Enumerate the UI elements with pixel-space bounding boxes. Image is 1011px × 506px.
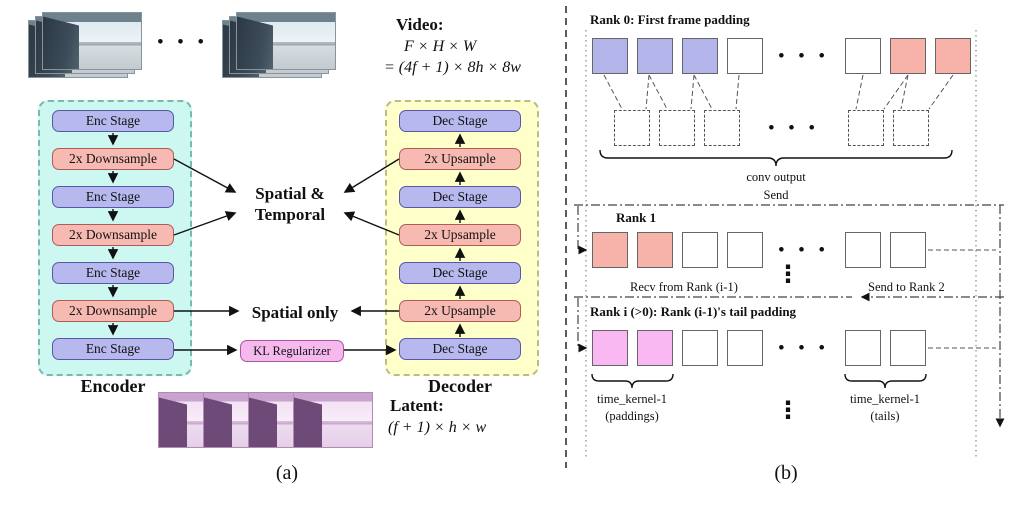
rank0-tail-square-2: [935, 38, 971, 74]
recv-label: Recv from Rank (i-1): [630, 280, 738, 294]
conv-output-brace: [599, 149, 953, 167]
paddings-brace: [591, 373, 674, 389]
rank1-ellipsis: • • •: [778, 240, 830, 259]
rank0-title: Rank 0: First frame padding: [590, 12, 750, 27]
ranki-frame-square-2: [727, 330, 763, 366]
latent-dims: (f + 1) × h × w: [388, 419, 487, 436]
latent-frame: [293, 392, 373, 448]
video-frame: [236, 12, 336, 70]
spatial-only-label: Spatial only: [251, 303, 339, 322]
video-dims-line2: = (4f + 1) × 8h × 8w: [384, 59, 521, 76]
enc-stage-4: Enc Stage: [52, 338, 174, 360]
rank0-padding-square-1: [592, 38, 628, 74]
rank0-frame-square-1: [727, 38, 763, 74]
enc-stage-3: Enc Stage: [52, 262, 174, 284]
ranki-ellipsis: • • •: [778, 338, 830, 357]
rank1-padding-square-1: [592, 232, 628, 268]
enc-stage-2: Enc Stage: [52, 186, 174, 208]
conv-output-square-1: [614, 110, 650, 146]
conv-window-dashed-lines: [603, 74, 954, 110]
downsample-3: 2x Downsample: [52, 300, 174, 322]
dec-stage-4: Dec Stage: [399, 338, 521, 360]
ranki-padding-square-1: [592, 330, 628, 366]
ranki-frame-square-4: [890, 330, 926, 366]
video-frame: [42, 12, 142, 70]
upsample-1: 2x Upsample: [399, 148, 521, 170]
conv-output-square-3: [704, 110, 740, 146]
paddings-brace-label-line1: time_kernel-1: [596, 392, 668, 406]
spatial-temporal-label: Spatial & Temporal: [233, 183, 347, 225]
rank1-frame-square-2: [727, 232, 763, 268]
enc-stage-1: Enc Stage: [52, 110, 174, 132]
tails-brace: [844, 373, 927, 389]
spatial-temporal-line1: Spatial &: [255, 184, 325, 203]
rank0-ellipsis: • • •: [778, 46, 830, 65]
send-rank2-label: Send to Rank 2: [868, 280, 945, 294]
rank1-recv-arrow: [577, 206, 588, 255]
ranki-recv-arrow: [577, 298, 588, 353]
rank1-title: Rank 1: [616, 210, 657, 225]
rank1-frame-square-4: [890, 232, 926, 268]
conv-output-square-2: [659, 110, 695, 146]
kl-regularizer-box: KL Regularizer: [240, 340, 344, 362]
video-frames-left-stack: [28, 12, 144, 80]
conv-output-square-4: [848, 110, 884, 146]
vertical-ellipsis-bottom: ⋮: [776, 396, 800, 424]
rank0-padding-square-3: [682, 38, 718, 74]
send-label: Send: [763, 188, 789, 202]
rank0-frame-square-2: [845, 38, 881, 74]
decoder-title: Decoder: [428, 376, 492, 396]
ranki-frame-square-1: [682, 330, 718, 366]
downsample-2: 2x Downsample: [52, 224, 174, 246]
conv-output-label: conv output: [746, 170, 806, 184]
rank1-padding-square-2: [637, 232, 673, 268]
dec-stage-2: Dec Stage: [399, 186, 521, 208]
video-dims-line1: F × H × W: [404, 38, 477, 55]
latent-label: Latent:: [390, 396, 444, 415]
encoder-title: Encoder: [80, 376, 146, 396]
rank0-padding-square-2: [637, 38, 673, 74]
downsample-1: 2x Downsample: [52, 148, 174, 170]
ranki-title: Rank i (>0): Rank (i-1)'s tail padding: [590, 304, 797, 319]
caption-a: (a): [275, 462, 299, 484]
upsample-3: 2x Upsample: [399, 300, 521, 322]
ranki-frame-square-3: [845, 330, 881, 366]
rank1-frame-square-3: [845, 232, 881, 268]
upsample-2: 2x Upsample: [399, 224, 521, 246]
spatial-temporal-line2: Temporal: [254, 205, 326, 224]
dec-stage-3: Dec Stage: [399, 262, 521, 284]
tails-brace-label-line1: time_kernel-1: [849, 392, 921, 406]
video-frames-right-stack: [222, 12, 338, 80]
rank1-frame-square-1: [682, 232, 718, 268]
conv-output-ellipsis: • • •: [768, 118, 820, 137]
rank0-tail-square-1: [890, 38, 926, 74]
dec-stage-1: Dec Stage: [399, 110, 521, 132]
tails-brace-label-line2: (tails): [870, 409, 900, 423]
paddings-brace-label-line2: (paddings): [605, 409, 659, 423]
ranki-padding-square-2: [637, 330, 673, 366]
video-ellipsis: • • •: [157, 32, 209, 51]
video-label: Video:: [396, 15, 444, 34]
vertical-ellipsis-middle: ⋮: [776, 260, 800, 288]
conv-output-square-5: [893, 110, 929, 146]
caption-b: (b): [774, 462, 798, 484]
tail-send-stubs: [928, 249, 996, 349]
